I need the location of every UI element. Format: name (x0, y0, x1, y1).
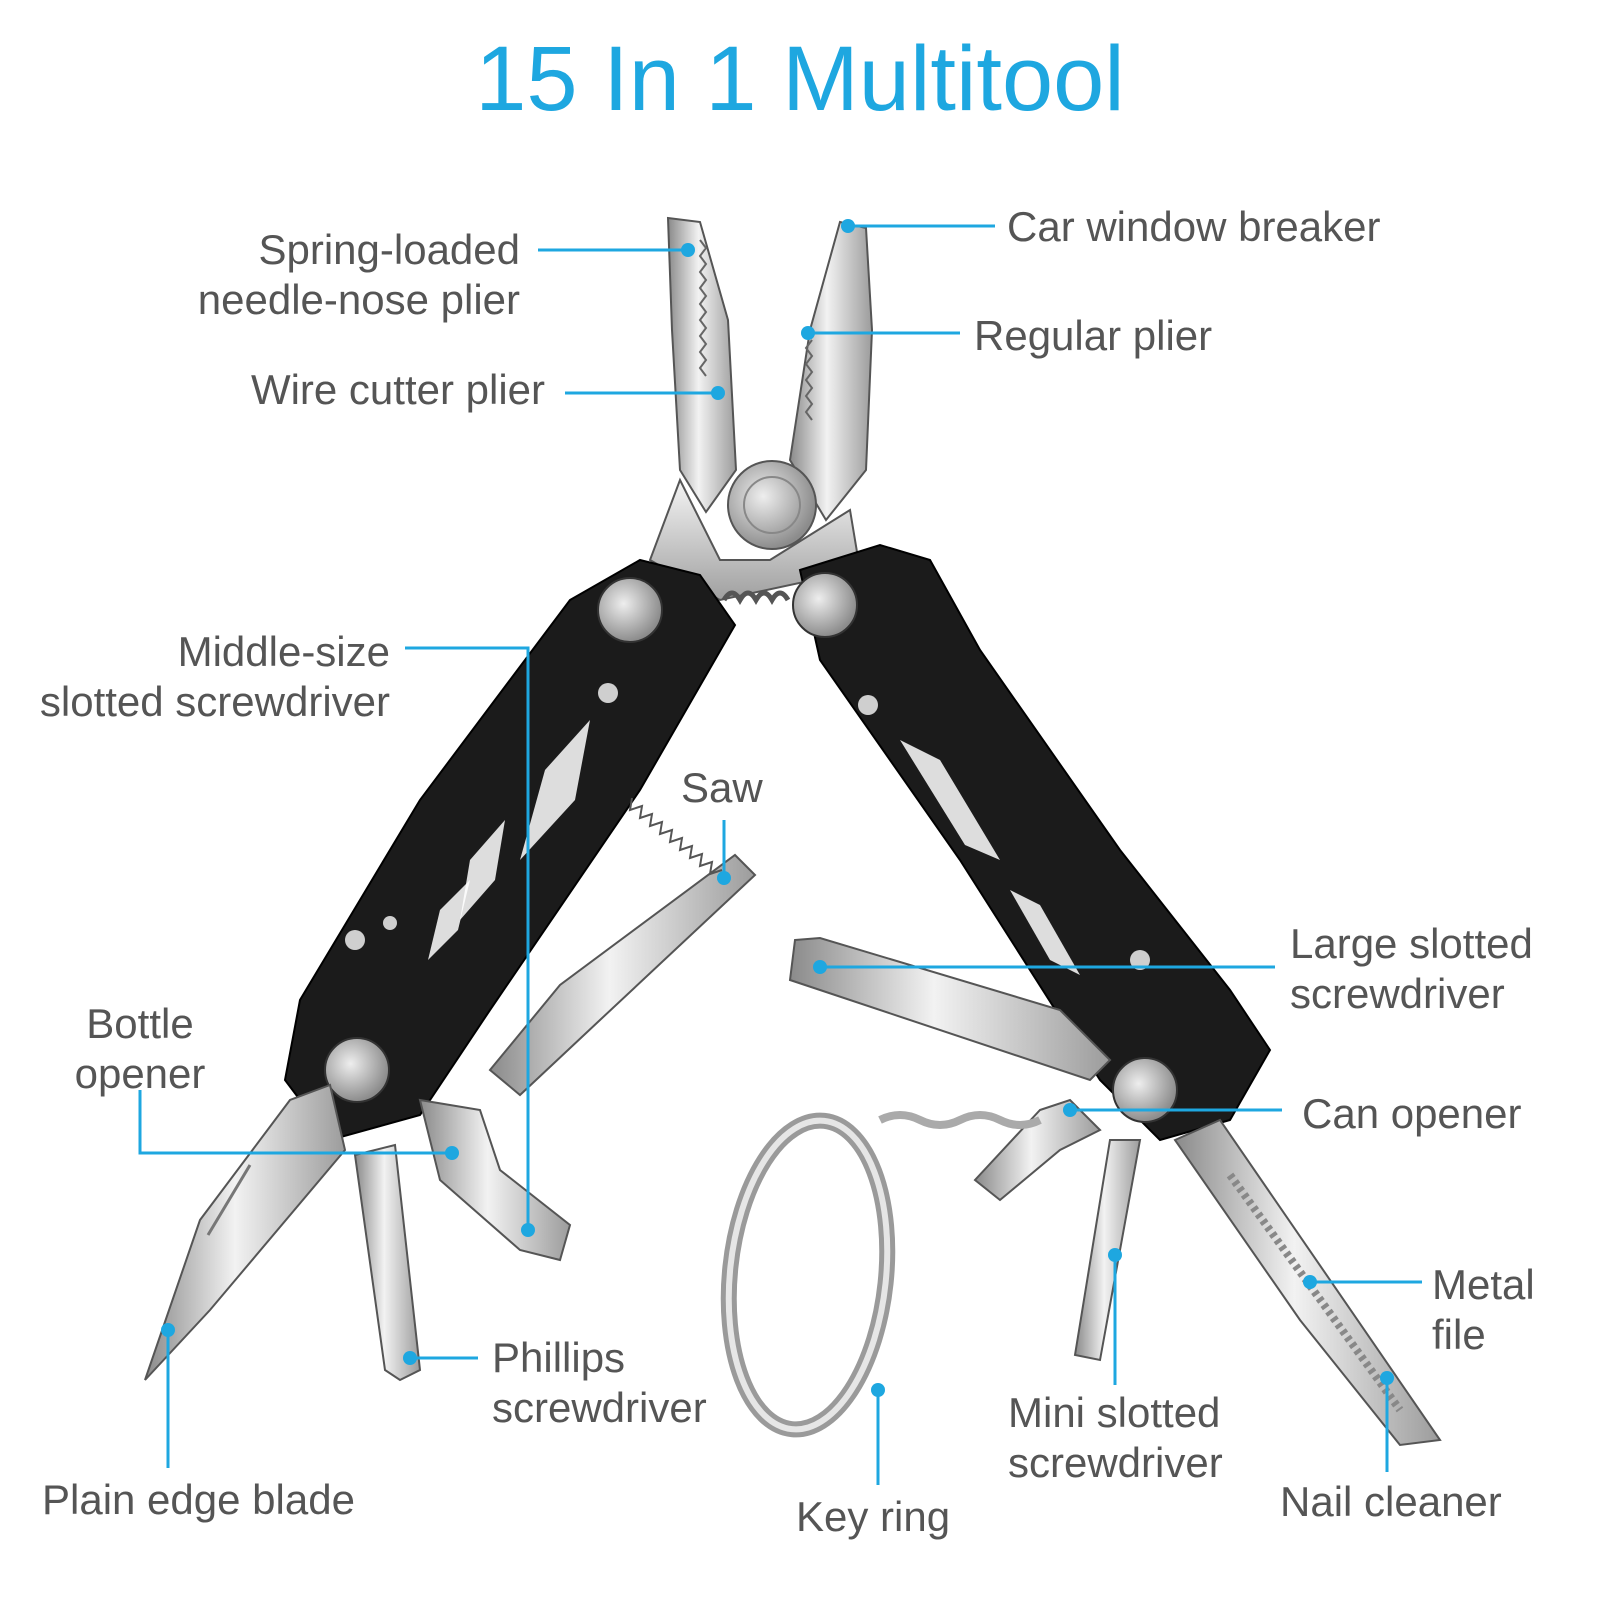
label-line: screwdriver (1008, 1439, 1223, 1486)
label-line: Spring-loaded (258, 226, 520, 273)
label-line: screwdriver (492, 1384, 707, 1431)
label-line: slotted screwdriver (39, 678, 390, 725)
key-chain (878, 1111, 1042, 1129)
label-line: Metal (1432, 1261, 1535, 1308)
mini-slotted-tool (1073, 1139, 1142, 1362)
label-saw: Saw (681, 764, 763, 811)
label-large-slotted-screwdriver: Large slotted screwdriver (1290, 919, 1533, 1019)
label-line: screwdriver (1290, 970, 1505, 1017)
label-line: file (1432, 1311, 1486, 1358)
label-line: Bottle (86, 1000, 194, 1047)
label-mini-slotted-screwdriver: Mini slotted screwdriver (1008, 1388, 1223, 1488)
label-nail-cleaner: Nail cleaner (1280, 1478, 1502, 1525)
label-regular-plier: Regular plier (974, 312, 1213, 359)
key-ring (720, 1111, 1042, 1438)
blade (144, 1083, 347, 1381)
label-line: needle-nose plier (197, 276, 520, 323)
label-wire-cutter-plier: Wire cutter plier (250, 366, 545, 413)
label-middle-size-slotted-screwdriver: Middle-size slotted screwdriver (20, 627, 390, 727)
plier-jaws (648, 216, 874, 606)
left-handle (283, 558, 737, 1142)
label-line: opener (74, 1050, 206, 1097)
right-handle (792, 543, 1272, 1142)
label-line: Middle-size (177, 628, 390, 675)
callouts (138, 219, 1422, 1485)
label-line: Mini slotted (1008, 1389, 1221, 1436)
can-opener-tool (973, 1098, 1102, 1202)
label-metal-file: Metal file (1432, 1260, 1535, 1360)
label-spring-loaded-plier: Spring-loaded needle-nose plier (140, 225, 520, 325)
bottle-opener-tool (418, 1098, 572, 1262)
label-phillips-screwdriver: Phillips screwdriver (492, 1333, 707, 1433)
pivot-bolt (727, 460, 817, 550)
label-plain-edge-blade: Plain edge blade (42, 1476, 355, 1523)
label-key-ring: Key ring (796, 1493, 951, 1540)
label-car-window-breaker: Car window breaker (1007, 203, 1381, 250)
label-can-opener: Can opener (1302, 1090, 1522, 1137)
regular-jaw (788, 220, 874, 522)
page-title: 15 In 1 Multitool (475, 28, 1125, 130)
label-line: Large slotted (1290, 920, 1533, 967)
phillips-bit (353, 1143, 422, 1382)
spring (721, 590, 791, 606)
label-bottle-opener: Bottle opener (55, 999, 225, 1099)
label-line: Phillips (492, 1334, 626, 1381)
large-slotted-tool (788, 936, 1112, 1082)
saw-blade (488, 853, 757, 1097)
